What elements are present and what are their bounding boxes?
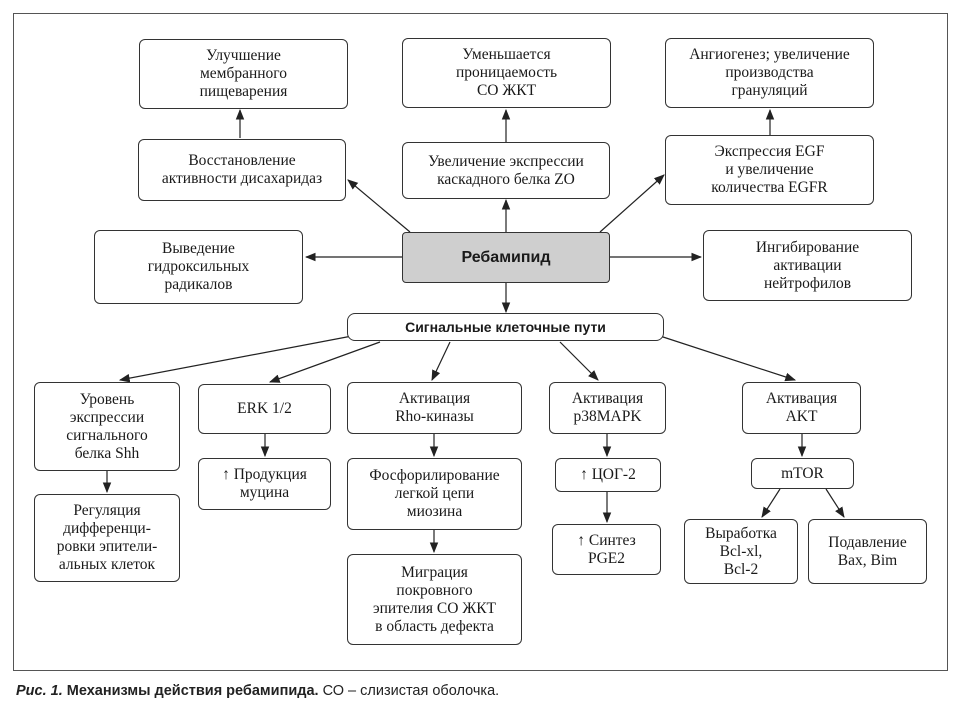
node-cox2: ↑ ЦОГ-2 (555, 458, 661, 492)
node-permeability: Уменьшается проницаемость СО ЖКТ (402, 38, 611, 108)
caption-note: СО – слизистая оболочка. (322, 683, 500, 699)
figure-frame (13, 13, 948, 671)
arrow-center-to-disaccharidase (347, 179, 411, 233)
node-mtor: mTOR (751, 458, 854, 489)
node-pge2: ↑ Синтез PGE2 (552, 524, 661, 575)
node-rho: Активация Rho-киназы (347, 382, 522, 434)
node-migration: Миграция покровного эпителия СО ЖКТ в об… (347, 554, 522, 645)
node-signaling-pathways: Сигнальные клеточные пути (347, 313, 664, 341)
node-radicals: Выведение гидроксильных радикалов (94, 230, 303, 304)
node-myosin: Фосфорилирование легкой цепи миозина (347, 458, 522, 530)
node-zo-expression: Увеличение экспрессии каскадного белка Z… (402, 142, 610, 199)
node-neutrophils: Ингибирование активации нейтрофилов (703, 230, 912, 301)
arrow-pathways-to-rho (431, 341, 451, 381)
arrow-pathways-to-p38 (559, 341, 599, 381)
arrow-pathways-to-akt (659, 335, 797, 382)
node-membrane-digestion: Улучшение мембранного пищеварения (139, 39, 348, 109)
node-bax: Подавление Bax, Bim (808, 519, 927, 584)
arrow-pathways-to-erk (268, 341, 381, 383)
node-erk: ERK 1/2 (198, 384, 331, 434)
arrow-pathways-to-shh (118, 335, 353, 383)
node-disaccharidase: Восстановление активности дисахаридаз (138, 139, 346, 201)
figure-caption: Рис. 1. Механизмы действия ребамипида. С… (16, 683, 499, 699)
arrow-mtor-to-bax (825, 488, 845, 518)
caption-figure-label: Рис. 1. (16, 683, 63, 699)
node-mucin: ↑ Продукция муцина (198, 458, 331, 510)
arrow-center-to-egf (599, 174, 665, 233)
node-p38: Активация p38MAPK (549, 382, 666, 434)
node-angiogenesis: Ангиогенез; увеличение производства гран… (665, 38, 874, 108)
caption-title: Механизмы действия ребамипида. (66, 683, 319, 699)
arrow-mtor-to-bcl (761, 488, 781, 518)
node-egf: Экспрессия EGF и увеличение количества E… (665, 135, 874, 205)
node-akt: Активация AKT (742, 382, 861, 434)
node-shh: Уровень экспрессии сигнального белка Shh (34, 382, 180, 471)
node-differentiation: Регуляция дифференци- ровки эпители- аль… (34, 494, 180, 582)
node-rebamipide: Ребамипид (402, 232, 610, 283)
node-bcl: Выработка Bcl-xl, Bcl-2 (684, 519, 798, 584)
